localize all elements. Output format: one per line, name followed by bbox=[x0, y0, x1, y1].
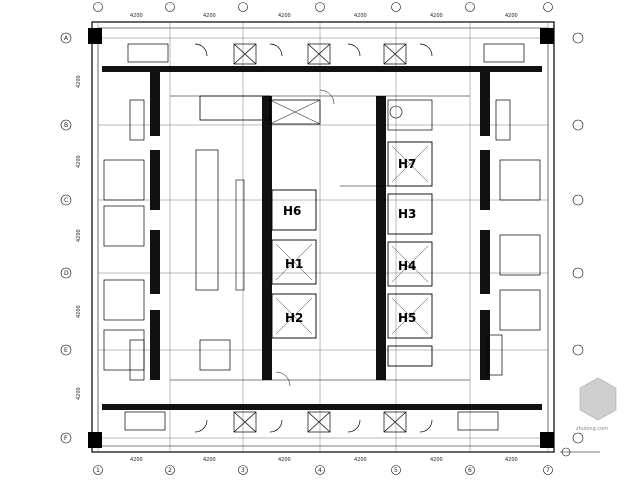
shaft-h1 bbox=[271, 239, 317, 285]
shaft-h7 bbox=[387, 141, 433, 187]
dim-left-2: 4200 bbox=[76, 155, 82, 168]
dim-top-6: 4200 bbox=[505, 13, 518, 19]
axis-row-e: E bbox=[64, 347, 68, 354]
axis-bubbles-right bbox=[572, 32, 584, 444]
axis-col-1: 1 bbox=[96, 467, 100, 474]
bottom-unit-row bbox=[124, 411, 499, 433]
axis-labels-bottom: 1 2 3 4 5 6 7 bbox=[96, 467, 550, 474]
dimensions-top: 4200 4200 4200 4200 4200 4200 bbox=[130, 13, 518, 19]
dim-top-1: 4200 bbox=[130, 13, 143, 19]
dim-bottom-2: 4200 bbox=[203, 457, 216, 463]
elevator-label-h5: H5 bbox=[398, 311, 416, 325]
shaft-h5 bbox=[387, 293, 433, 339]
grid-lines bbox=[97, 22, 549, 452]
dimensions-bottom: 4200 4200 4200 4200 4200 4200 bbox=[130, 457, 518, 463]
shaft-h3 bbox=[387, 193, 433, 235]
axis-col-7: 7 bbox=[546, 467, 550, 474]
axis-bubbles-top bbox=[93, 2, 553, 12]
dim-top-3: 4200 bbox=[278, 13, 291, 19]
dim-left-4: 4200 bbox=[76, 305, 82, 318]
dim-top-2: 4200 bbox=[203, 13, 216, 19]
corner-columns bbox=[88, 28, 554, 448]
dimensions-left: 4200 4200 4200 4200 4200 bbox=[76, 75, 82, 400]
shaft-h2 bbox=[271, 293, 317, 339]
dim-left-1: 4200 bbox=[76, 75, 82, 88]
axis-col-6: 6 bbox=[468, 467, 472, 474]
right-unit-column bbox=[487, 99, 541, 376]
dim-top-4: 4200 bbox=[354, 13, 367, 19]
left-unit-column bbox=[103, 99, 145, 381]
axis-col-2: 2 bbox=[168, 467, 172, 474]
axis-row-b: B bbox=[64, 122, 68, 129]
shaft-h4 bbox=[387, 241, 433, 287]
dim-top-5: 4200 bbox=[430, 13, 443, 19]
perimeter-walls bbox=[102, 66, 542, 410]
dim-bottom-3: 4200 bbox=[278, 457, 291, 463]
elevator-label-h7: H7 bbox=[398, 157, 416, 171]
elevator-shafts-left bbox=[271, 189, 317, 339]
dim-bottom-4: 4200 bbox=[354, 457, 367, 463]
elevator-label-h3: H3 bbox=[398, 207, 416, 221]
axis-col-5: 5 bbox=[394, 467, 398, 474]
axis-col-4: 4 bbox=[318, 467, 322, 474]
drawing-border bbox=[91, 21, 555, 453]
elevator-label-h1: H1 bbox=[285, 257, 303, 271]
dim-bottom-5: 4200 bbox=[430, 457, 443, 463]
dim-left-5: 4200 bbox=[76, 387, 82, 400]
axis-bubbles-bottom bbox=[93, 465, 553, 475]
shaft-h6 bbox=[271, 189, 317, 231]
watermark-logo: zhulong.com bbox=[576, 377, 617, 432]
dim-bottom-1: 4200 bbox=[130, 457, 143, 463]
axis-row-a: A bbox=[64, 35, 69, 42]
dim-bottom-6: 4200 bbox=[505, 457, 518, 463]
elevator-shafts-right bbox=[387, 141, 433, 367]
watermark-text: zhulong.com bbox=[576, 426, 608, 432]
top-unit-row bbox=[127, 43, 525, 65]
elevator-label-h6: H6 bbox=[283, 204, 301, 218]
dim-left-3: 4200 bbox=[76, 229, 82, 242]
axis-col-3: 3 bbox=[241, 467, 245, 474]
axis-labels-left: A B C D E F bbox=[64, 35, 69, 442]
elevator-label-h4: H4 bbox=[398, 259, 416, 273]
axis-row-f: F bbox=[64, 435, 68, 442]
elevator-label-h2: H2 bbox=[285, 311, 303, 325]
north-arrow-icon bbox=[560, 447, 600, 457]
central-core bbox=[195, 95, 433, 380]
axis-row-c: C bbox=[64, 197, 68, 204]
corridor-lines bbox=[170, 89, 470, 387]
axis-bubbles-left bbox=[60, 32, 72, 444]
axis-row-d: D bbox=[64, 270, 69, 277]
